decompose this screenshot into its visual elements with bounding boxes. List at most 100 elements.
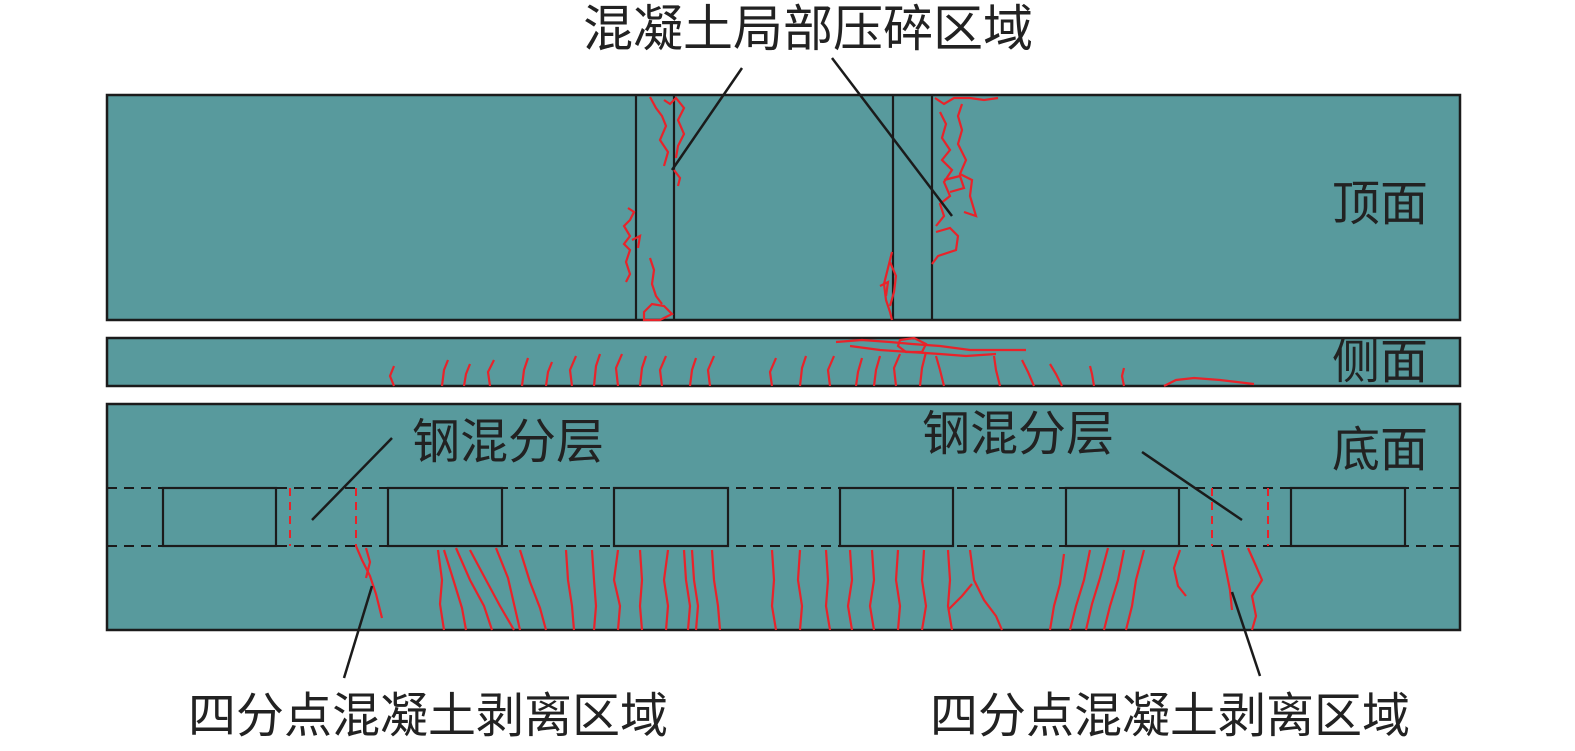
crack-line [642,302,674,322]
crack-line [631,234,642,249]
crack-line [442,549,468,631]
crack-line [918,351,928,387]
crack-line [1246,547,1264,631]
crack-line [354,545,384,619]
crack-line [682,549,692,631]
label-top-face: 顶面 [1332,176,1428,232]
bottom-face-panel [105,402,1462,632]
crack-line [931,226,960,265]
crack-line [688,357,698,387]
crack-line [663,96,686,159]
crack-line [1088,365,1096,387]
crack-line [796,549,804,631]
crack-line [494,547,522,631]
crack-line [896,336,928,354]
crack-line [888,261,898,307]
crack-line [638,549,644,631]
crack-line [935,111,954,227]
opening-rect [1289,486,1407,548]
crack-line [1068,549,1092,631]
top-face-cracks [622,96,999,322]
crack-line [486,359,495,387]
crack-line [622,207,636,283]
label-side-face: 侧面 [1332,334,1428,390]
crack-line [946,549,954,631]
crack-line [1021,359,1036,387]
crack-line [894,549,902,631]
crack-line [943,174,966,194]
crack-line [1163,376,1255,387]
crack-line [568,355,578,387]
crack-line [849,344,997,358]
crack-line [690,549,700,631]
bottom-openings [161,486,1407,548]
separation-dashed-lines [289,488,1269,546]
crack-line [590,549,598,631]
crack-line [710,549,722,631]
crack-line [520,357,530,387]
label-separation-left: 钢混分层 [412,414,604,470]
crack-line [518,549,548,631]
crack-line [1102,549,1126,631]
label-separation-right: 钢混分层 [922,406,1114,462]
label-spall-left: 四分点混凝土剥离区域 [188,688,668,744]
crack-line [648,257,663,305]
crack-line [934,355,946,387]
side-face-panel [105,336,1462,388]
crack-line [614,353,624,387]
crack-line [462,363,472,387]
crack-line [436,549,446,631]
crack-line [768,357,778,387]
opening-rect [612,486,730,548]
crack-line [798,355,808,387]
crack-line [956,103,978,218]
crack-line [662,549,670,631]
top-face-panel [105,93,1462,322]
load-plate-lines [634,95,934,320]
label-bottom-face: 底面 [1332,422,1428,478]
leader-line-separation-left [311,437,393,521]
leader-line-crush-left [670,67,744,171]
leader-line-separation-right [1141,450,1243,522]
crack-line [968,549,1004,631]
leader-line-spall-right [1230,591,1262,677]
crack-line [388,365,396,387]
crack-line [544,361,554,387]
crack-line [920,549,928,631]
opening-rect [386,486,504,548]
crack-line [826,355,836,387]
opening-rect [161,486,278,548]
crack-line [1220,549,1234,611]
leader-line-crush-right [831,57,953,217]
crack-line [1048,553,1066,631]
crack-line [770,549,778,631]
crack-line [846,549,854,631]
crack-line [824,549,832,631]
leader-lines [311,57,1262,679]
crack-line [592,353,602,387]
crack-line [564,549,576,631]
crack-line [364,547,372,579]
crack-line [454,547,494,631]
leader-line-spall-left [342,585,374,679]
crack-line [934,96,999,106]
crack-line [1120,367,1126,387]
crack-line [1084,547,1110,631]
crack-line [868,549,876,631]
opening-rect [1064,486,1181,548]
crack-line [440,359,450,387]
crack-line [612,549,622,631]
side-face-cracks [388,336,1255,387]
crack-line [658,355,668,387]
opening-rect [838,486,955,548]
crack-line [892,353,902,387]
crack-line [638,355,648,387]
crack-line [1124,549,1146,631]
crack-line [854,357,864,387]
crack-line [882,251,894,321]
crack-line [1172,549,1187,597]
crack-line [879,280,890,297]
bottom-face-cracks [354,545,1264,631]
